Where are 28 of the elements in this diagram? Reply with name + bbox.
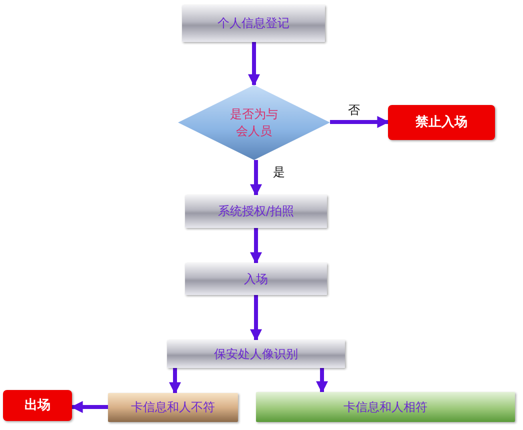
process-box	[108, 393, 238, 422]
arrow	[250, 160, 262, 196]
node-text: 禁止入场	[416, 114, 468, 132]
process-box	[167, 340, 345, 368]
node-text: 入场	[244, 270, 268, 288]
process-box	[182, 5, 325, 42]
node-text: 保安处人像识别	[214, 346, 298, 362]
node-text: 个人信息登记	[218, 15, 290, 32]
node-text: 出场	[24, 396, 50, 414]
arrow	[250, 228, 262, 264]
arrow	[70, 401, 108, 413]
terminal-box	[3, 390, 72, 421]
arrow	[316, 368, 328, 394]
process-box	[256, 392, 515, 422]
node-text: 系统授权/拍照	[218, 203, 294, 220]
arrow	[169, 368, 181, 394]
arrow	[248, 42, 260, 86]
process-box	[185, 195, 327, 228]
node-text: 卡信息和人不符	[131, 399, 215, 416]
process-box	[185, 263, 327, 295]
arrow	[330, 116, 390, 128]
edge-label: 是	[272, 165, 286, 180]
arrow	[250, 295, 262, 342]
edge-label: 否	[347, 103, 361, 118]
terminal-box	[388, 105, 495, 140]
node-text: 卡信息和人相符	[344, 398, 428, 416]
node-text: 是否为与会人员	[229, 106, 279, 139]
decision-diamond	[178, 85, 330, 160]
